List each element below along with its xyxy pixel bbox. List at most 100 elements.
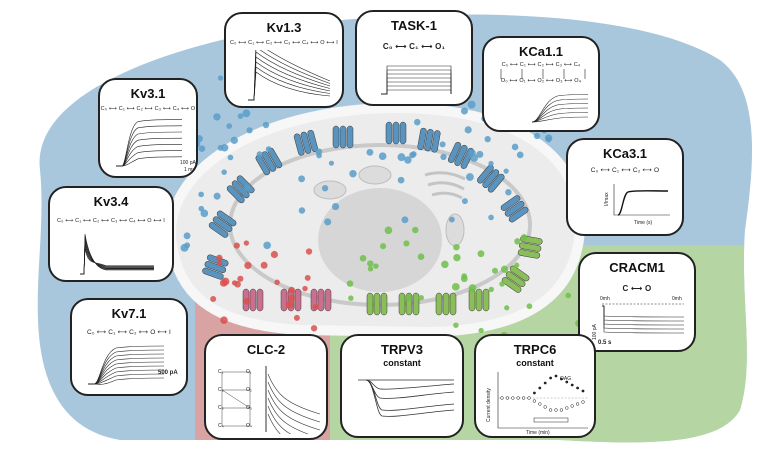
trpc6-point-outward (565, 380, 569, 384)
potassium-ion (413, 118, 421, 126)
clc2-state: O₃ (246, 405, 252, 411)
potassium-ion (468, 149, 476, 157)
cracm1-card: CRACM1 C ⟷ O 0mh 0mh 100 pA 0.5 s (578, 252, 696, 352)
current-trace (531, 103, 589, 123)
potassium-ion (262, 121, 270, 129)
trpc6-point-outward (549, 376, 552, 380)
trpc6-point-inward (505, 396, 510, 400)
current-trace (88, 345, 165, 385)
potassium-ion (298, 207, 306, 214)
cation-ion (499, 281, 505, 287)
potassium-ion (460, 107, 468, 115)
chloride-ion (231, 280, 238, 286)
current-trace (248, 66, 331, 101)
cation-ion (403, 240, 410, 247)
chloride-ion (220, 316, 228, 324)
current-trace (80, 241, 154, 275)
trpc6-point-inward (511, 396, 515, 400)
chloride-ion (270, 250, 278, 259)
current-trace (531, 107, 589, 123)
current-trace (88, 361, 165, 385)
potassium-ion (378, 152, 387, 161)
potassium-ion (324, 218, 332, 226)
current-trace (80, 239, 154, 275)
cracm1-scalebar-time: 0.5 s (598, 340, 612, 346)
current-trace (602, 305, 685, 326)
nucleus (318, 188, 442, 292)
current-trace (248, 56, 331, 101)
potassium-channel (293, 129, 319, 156)
chloride-ion (293, 314, 300, 321)
kv71-scalebar-current: 500 pA (158, 370, 178, 376)
chloride-ion (221, 277, 230, 286)
current-trace (248, 71, 331, 101)
potassium-ion (488, 214, 494, 221)
kv34-card: Kv3.4 C₀ ⟷ C₁ ⟷ C₂ ⟷ C₃ ⟷ C₄ ⟷ O ⟷ I (48, 186, 174, 282)
cation-ion (380, 243, 387, 250)
golgi (424, 171, 466, 200)
potassium-ion (242, 109, 251, 118)
current-trace (248, 61, 331, 101)
kca31-title: KCa3.1 (602, 146, 648, 161)
cation-ion (441, 260, 449, 269)
potassium-channel (208, 210, 237, 238)
kca31-activation-curve (617, 190, 669, 216)
chloride-ion (233, 242, 240, 249)
cracm1-scheme: C ⟷ O (622, 284, 652, 293)
chloride-ion (302, 285, 308, 292)
potassium-ion (265, 146, 272, 153)
potassium-ion (440, 153, 447, 161)
current-trace (248, 50, 331, 101)
cation-channel (366, 292, 388, 316)
task1-card: TASK-1 C₀ ⟷ C₁ ⟷ O₁ (355, 10, 473, 106)
potassium-ion (533, 132, 541, 140)
cation-ion (346, 280, 354, 287)
potassium-channel (255, 147, 283, 176)
cation-ion (565, 292, 572, 299)
cation-ion (453, 322, 459, 328)
current-trace (116, 156, 183, 167)
task1-traces (381, 65, 452, 95)
potassium-ion (198, 145, 206, 152)
cation-ion (417, 253, 425, 261)
current-trace (531, 94, 589, 123)
trpv3-traces (358, 379, 455, 417)
current-trace (265, 366, 321, 432)
potassium-ion (401, 216, 409, 224)
potassium-ion (213, 192, 221, 200)
trpc6-xlabel: Time (min) (526, 430, 550, 436)
cation-ion (384, 226, 393, 235)
kv34-title: Kv3.4 (93, 194, 129, 209)
kv31-scheme: C₀ ⟷ C₁ ⟷ C₂ ⟷ C₃ ⟷ C₄ ⟷ O (100, 106, 196, 112)
clc2-state-diagram (221, 371, 251, 427)
cation-ion (405, 294, 412, 301)
potassium-ion (243, 184, 251, 192)
kv71-card: Kv7.1 C₀ ⟷ C₁ ⟷ C₂ ⟷ O ⟷ I 500 pA (70, 298, 188, 396)
trpc6-point-outward (576, 386, 579, 390)
trpc6-point-inward (575, 402, 580, 406)
potassium-ion (321, 185, 329, 192)
potassium-ion (221, 169, 227, 175)
trpc6-point-inward (570, 404, 574, 408)
potassium-ion (256, 151, 263, 158)
cation-ion (460, 275, 468, 283)
cation-ion (418, 295, 424, 301)
kca11-traces (531, 94, 589, 123)
chloride-ion (288, 294, 296, 302)
cation-channel (435, 292, 457, 316)
potassium-ion (198, 191, 204, 198)
current-trace (80, 235, 154, 275)
current-trace (602, 305, 685, 322)
potassium-ion (298, 175, 306, 183)
cracm1-marker-right: 0mh (672, 296, 682, 302)
current-trace (265, 366, 292, 434)
mitochondrion (445, 213, 465, 247)
potassium-ion (545, 136, 552, 143)
current-trace (88, 357, 165, 385)
kca31-trace (613, 184, 670, 216)
current-trace (116, 150, 183, 167)
kv13-scheme: C₀ ⟷ C₁ ⟷ C₂ ⟷ C₃ ⟷ C₄ ⟷ O ⟷ I (229, 40, 339, 46)
potassium-ion (461, 198, 468, 205)
current-trace (531, 112, 589, 123)
kca31-xlabel: Time (s) (634, 220, 653, 226)
